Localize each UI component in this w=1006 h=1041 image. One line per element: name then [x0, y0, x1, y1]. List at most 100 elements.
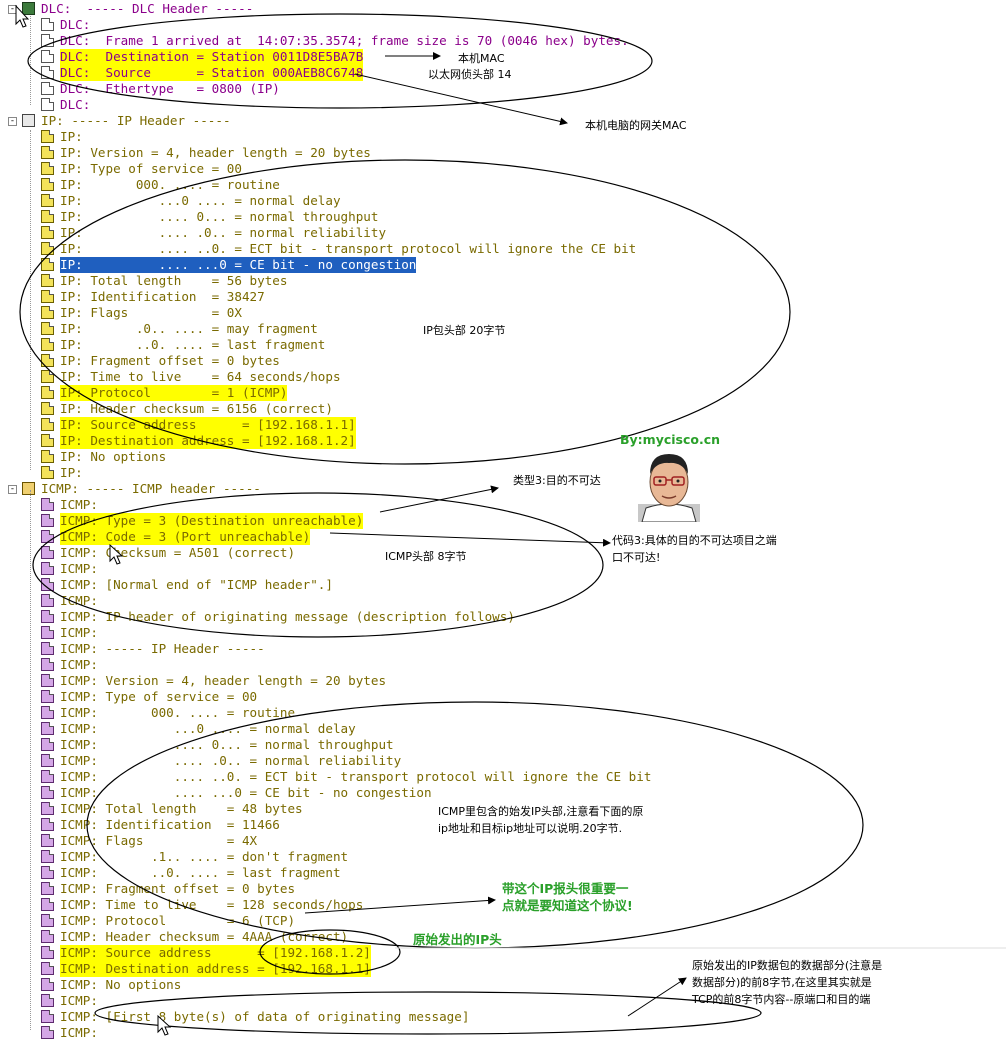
tree-row-text: IP: .... 0... = normal throughput [60, 209, 379, 224]
tree-row-text: ICMP: [60, 497, 98, 512]
tree-row-text: IP: Destination address = [192.168.1.2] [60, 433, 356, 449]
white-node-icon [41, 50, 54, 63]
yellow-node-icon [41, 402, 54, 415]
white-node-icon [41, 98, 54, 111]
tree-row-text: ICMP: Source address = [192.168.1.2] [60, 945, 371, 961]
collapse-toggle-icon[interactable]: - [8, 484, 17, 494]
yellow-node-icon [41, 258, 54, 271]
purple-node-icon [41, 770, 54, 783]
tree-row-text: ICMP: Destination address = [192.168.1.1… [60, 961, 371, 977]
tree-row-text: ICMP: ----- IP Header ----- [60, 641, 265, 656]
tree-row-text: IP: .... ...0 = CE bit - no congestion [60, 257, 417, 273]
tree-row-text: ICMP: [60, 593, 98, 608]
ipicon-node-icon [22, 114, 35, 127]
purple-node-icon [41, 642, 54, 655]
purple-node-icon [41, 930, 54, 943]
tree-row-text: ICMP: ...0 .... = normal delay [60, 721, 356, 736]
tree-row-text: ICMP: [60, 561, 98, 576]
tree-row-text: DLC: ----- DLC Header ----- [41, 1, 254, 16]
purple-node-icon [41, 1010, 54, 1023]
yellow-node-icon [41, 306, 54, 319]
tree-row-text: IP: Identification = 38427 [60, 289, 265, 304]
tree-row-text: ICMP: Version = 4, header length = 20 by… [60, 673, 387, 688]
tree-row-text: ICMP: Flags = 4X [60, 833, 258, 848]
purple-node-icon [41, 994, 54, 1007]
tree-row-text: ICMP: [60, 993, 98, 1008]
annotation-gateway-mac: 本机电脑的网关MAC [585, 119, 687, 132]
tree-row-text: ICMP: .... 0... = normal throughput [60, 737, 394, 752]
purple-node-icon [41, 754, 54, 767]
white-node-icon [41, 82, 54, 95]
purple-node-icon [41, 818, 54, 831]
tree-row-text: IP: .0.. .... = may fragment [60, 321, 318, 336]
tree-row-text: IP: Header checksum = 6156 (correct) [60, 401, 333, 416]
tree-row-text: IP: Total length = 56 bytes [60, 273, 288, 288]
collapse-toggle-icon[interactable]: - [8, 116, 17, 126]
tree-row-text: IP: ----- IP Header ----- [41, 113, 231, 128]
tree-row-text: ICMP: Code = 3 (Port unreachable) [60, 529, 311, 545]
tree-row-text: DLC: Source = Station 000AEB8C6748 [60, 65, 364, 81]
purple-node-icon [41, 914, 54, 927]
tree-row-text: ICMP: Protocol = 6 (TCP) [60, 913, 296, 928]
annotation-code3: 代码3:具体的目的不可达项目之端 口不可达! [612, 534, 777, 564]
collapse-toggle-icon[interactable]: - [8, 4, 17, 14]
annotation-byline: By:mycisco.cn [620, 432, 721, 447]
tree-row-text: ICMP: Checksum = A501 (correct) [60, 545, 296, 560]
purple-node-icon [41, 626, 54, 639]
yellow-node-icon [41, 354, 54, 367]
purple-node-icon [41, 946, 54, 959]
tree-row-text: IP: .... ..0. = ECT bit - transport prot… [60, 241, 637, 256]
tree-row-text: ICMP: Header checksum = 4AAA (correct) [60, 929, 349, 944]
tree-row-text: IP: [60, 129, 83, 144]
icmpicon-node-icon [22, 482, 35, 495]
annotation-orig-ip: 原始发出的IP头 [413, 932, 502, 947]
tree-row-text: DLC: [60, 17, 91, 32]
white-node-icon [41, 66, 54, 79]
author-avatar [638, 454, 700, 522]
annotation-type3: 类型3:目的不可达 [513, 474, 601, 487]
purple-node-icon [41, 802, 54, 815]
tree-row-text: ICMP: [Normal end of "ICMP header".] [60, 577, 333, 592]
purple-node-icon [41, 962, 54, 975]
purple-node-icon [41, 898, 54, 911]
tree-row-text: DLC: Destination = Station 0011D8E5BA7B [60, 49, 364, 65]
tree-row-text: IP: Type of service = 00 [60, 161, 242, 176]
tree-row-text: IP: ...0 .... = normal delay [60, 193, 341, 208]
tree-row-text: ICMP: Type of service = 00 [60, 689, 258, 704]
purple-node-icon [41, 562, 54, 575]
yellow-node-icon [41, 338, 54, 351]
tree-row-text: ICMP: .... ...0 = CE bit - no congestion [60, 785, 432, 800]
tree-row-text: ICMP: .... .0.. = normal reliability [60, 753, 402, 768]
tree-row-text: ICMP: [60, 657, 98, 672]
purple-node-icon [41, 738, 54, 751]
yellow-node-icon [41, 146, 54, 159]
purple-node-icon [41, 978, 54, 991]
tree-row-text: IP: 000. .... = routine [60, 177, 280, 192]
annotation-eth-header: 以太网侦头部 14 [428, 68, 512, 81]
yellow-node-icon [41, 322, 54, 335]
tree-row-text: ICMP: No options [60, 977, 182, 992]
tree-row-text: DLC: Ethertype = 0800 (IP) [60, 81, 280, 96]
tree-row-text: IP: No options [60, 449, 167, 464]
purple-node-icon [41, 594, 54, 607]
white-node-icon [41, 34, 54, 47]
yellow-node-icon [41, 466, 54, 479]
tree-guide-line [30, 130, 31, 470]
yellow-node-icon [41, 418, 54, 431]
yellow-node-icon [41, 226, 54, 239]
annotation-orig-data: 原始发出的IP数据包的数据部分(注意是 数据部分)的前8字节,在这里其实就是 T… [692, 959, 883, 1006]
purple-node-icon [41, 546, 54, 559]
tree-row-text: ICMP: .... ..0. = ECT bit - transport pr… [60, 769, 652, 784]
yellow-node-icon [41, 162, 54, 175]
yellow-node-icon [41, 370, 54, 383]
purple-node-icon [41, 722, 54, 735]
yellow-node-icon [41, 450, 54, 463]
tree-row-text: ICMP: ..0. .... = last fragment [60, 865, 341, 880]
tree-guide-line [30, 16, 31, 105]
tree-row-text: IP: [60, 465, 83, 480]
annotation-with-ip: 带这个IP报头很重要一 点就是要知道这个协议! [502, 881, 633, 913]
tree-row-text: IP: Flags = 0X [60, 305, 242, 320]
tree-row-text: IP: Version = 4, header length = 20 byte… [60, 145, 371, 160]
purple-node-icon [41, 578, 54, 591]
tree-row-text: ICMP: [First 8 byte(s) of data of origin… [60, 1009, 470, 1024]
